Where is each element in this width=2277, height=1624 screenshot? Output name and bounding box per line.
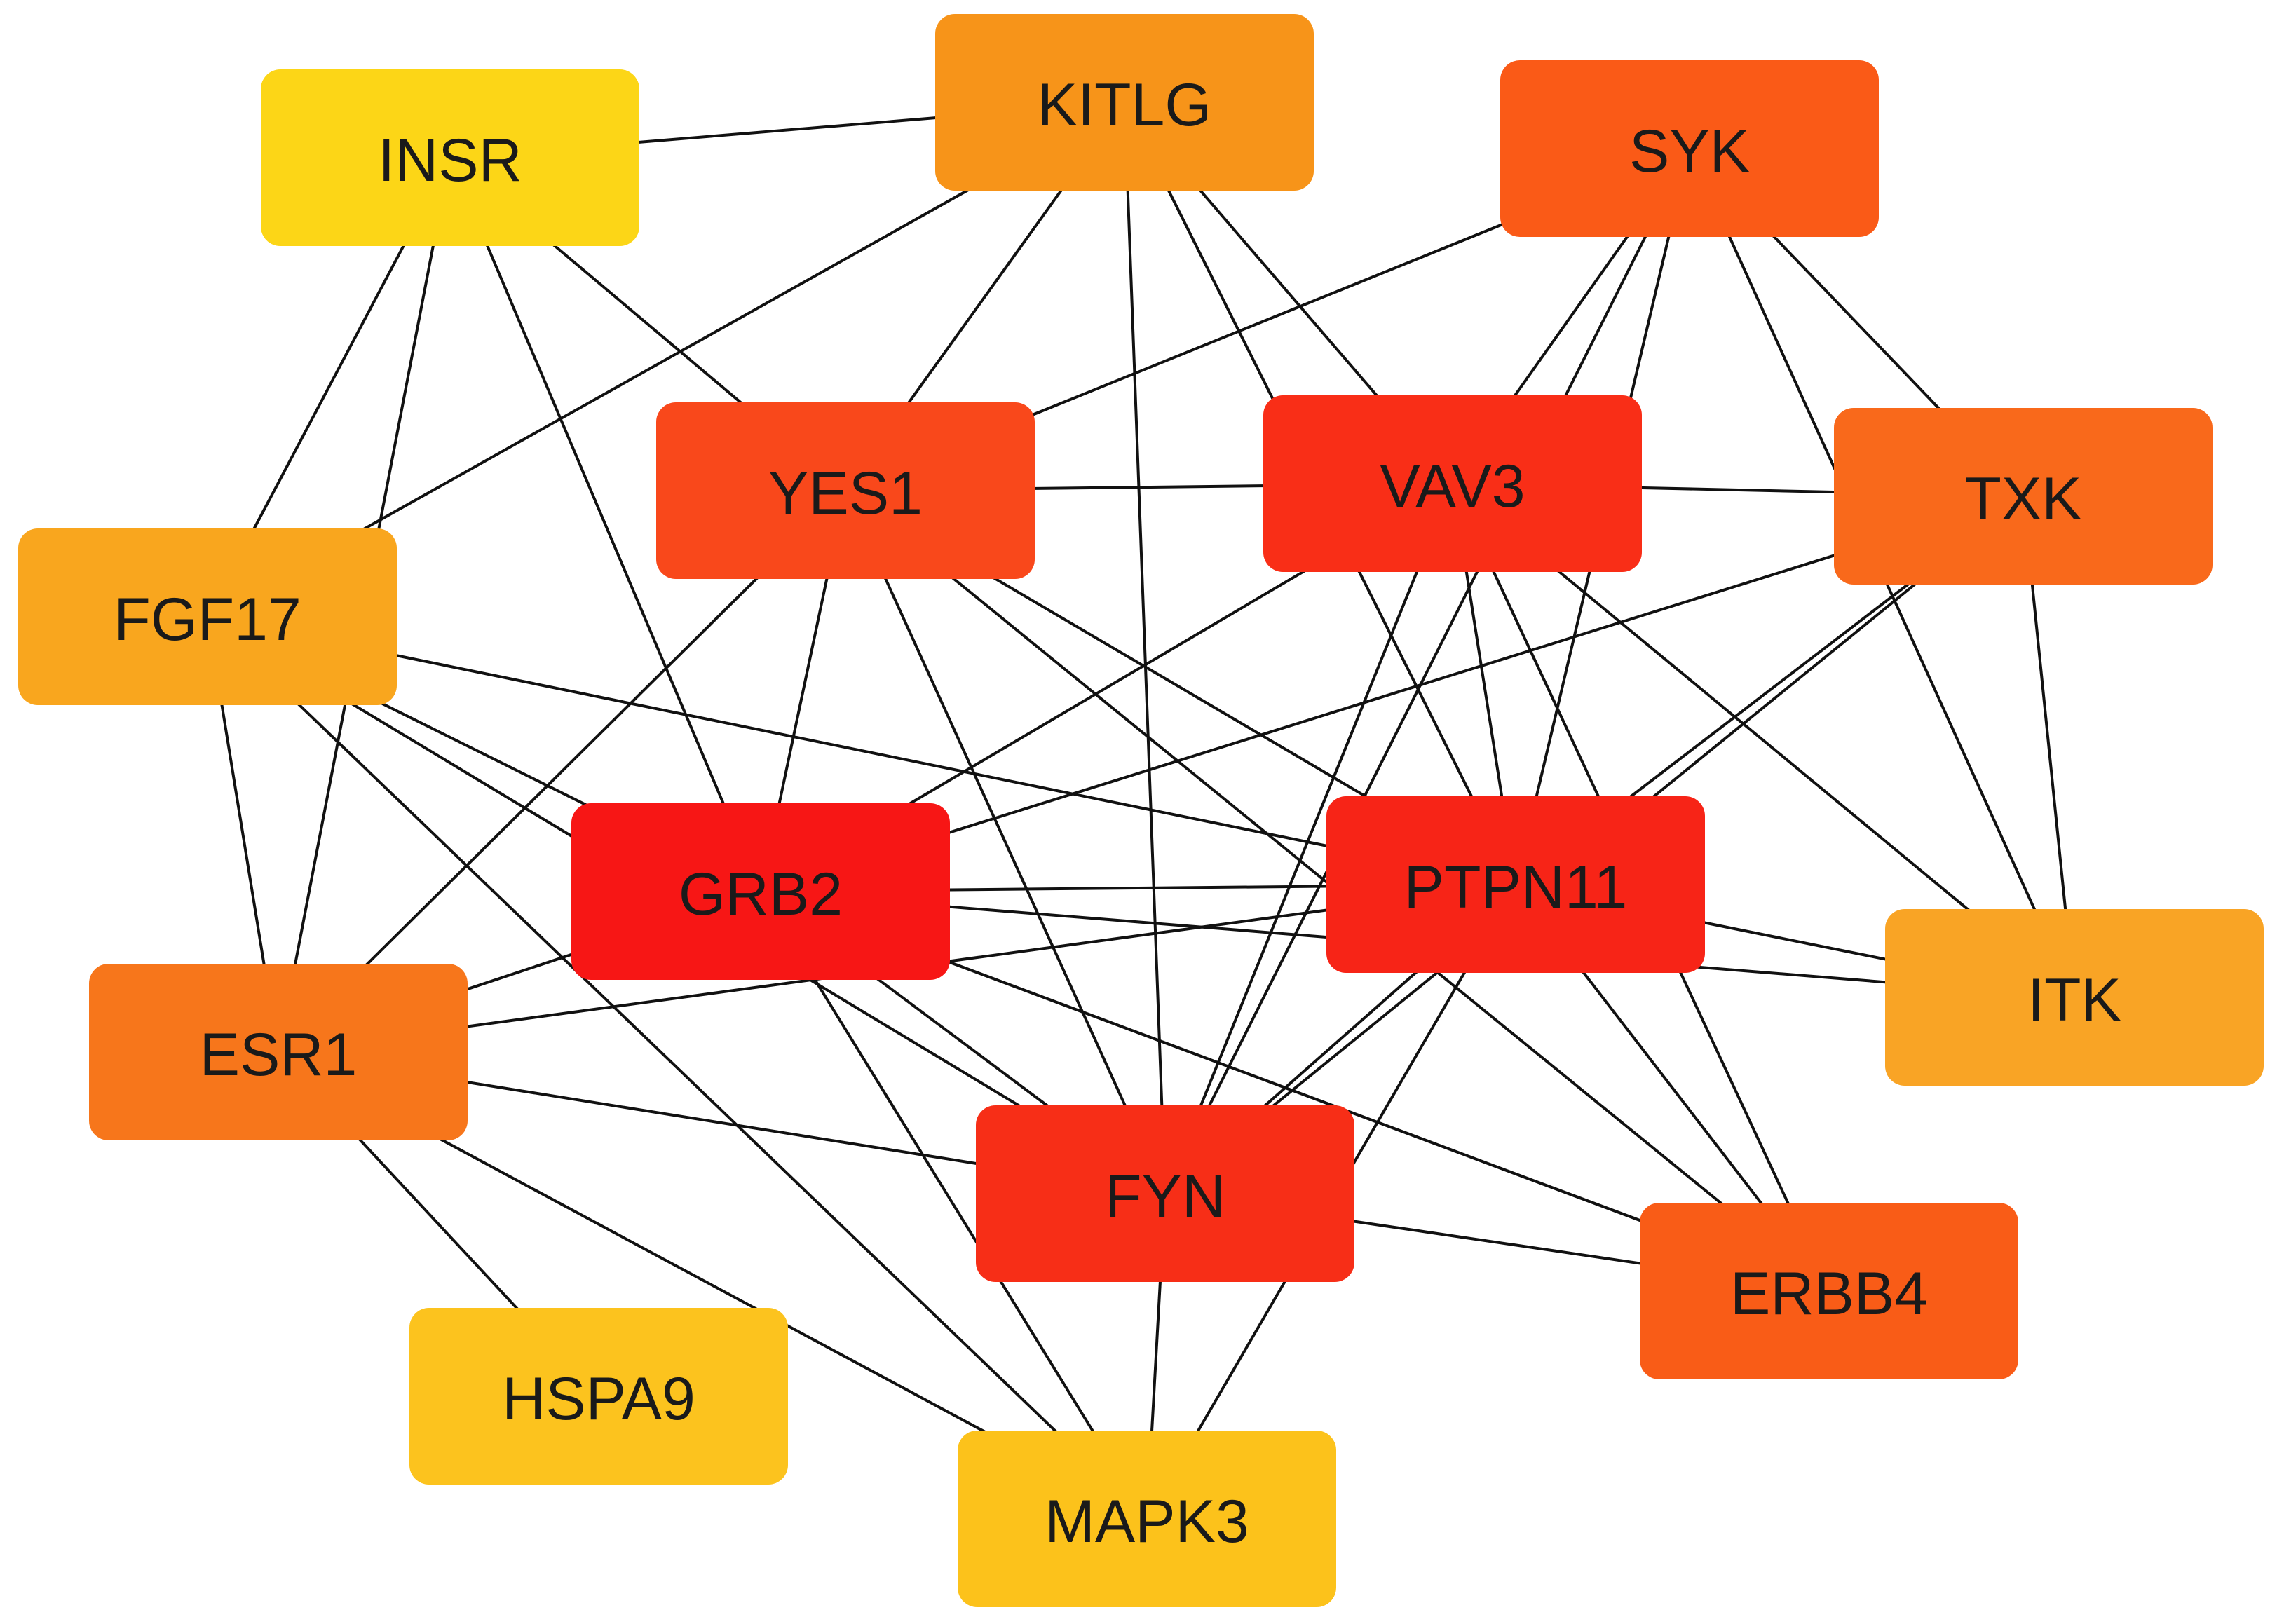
node-label: PTPN11 — [1404, 854, 1628, 921]
node-erbb4: ERBB4 — [1640, 1203, 2018, 1379]
node-fyn: FYN — [976, 1105, 1354, 1282]
node-ptpn11: PTPN11 — [1326, 796, 1705, 973]
node-label: HSPA9 — [502, 1365, 695, 1433]
edge-yes1-esr1 — [277, 489, 847, 1053]
node-kitlg: KITLG — [935, 14, 1314, 191]
node-box — [1263, 395, 1642, 572]
node-label: FYN — [1105, 1163, 1225, 1230]
node-fgf17: FGF17 — [18, 528, 397, 705]
node-label: ERBB4 — [1730, 1260, 1928, 1328]
edge-fgf17-mapk3 — [206, 615, 1148, 1520]
node-label: FGF17 — [114, 586, 301, 653]
node-yes1: YES1 — [656, 402, 1035, 579]
node-box — [89, 964, 468, 1140]
node-box — [935, 14, 1314, 191]
node-label: GRB2 — [679, 861, 843, 928]
node-box — [409, 1308, 788, 1485]
node-syk: SYK — [1500, 60, 1879, 237]
node-vav3: VAV3 — [1263, 395, 1642, 572]
node-txk: TXK — [1834, 408, 2213, 585]
node-insr: INSR — [261, 69, 639, 246]
node-label: VAV3 — [1380, 453, 1525, 520]
edge-insr-grb2 — [449, 157, 762, 892]
node-box — [1885, 909, 2264, 1086]
edge-txk-grb2 — [760, 495, 2024, 893]
node-itk: ITK — [1885, 909, 2264, 1086]
edge-vav3-fyn — [1164, 483, 1454, 1194]
edge-grb2-mapk3 — [759, 890, 1148, 1520]
node-label: SYK — [1629, 118, 1750, 185]
node-label: ESR1 — [200, 1021, 358, 1089]
node-box — [261, 69, 639, 246]
node-mapk3: MAPK3 — [958, 1431, 1336, 1607]
node-box — [18, 528, 397, 705]
node-box — [1326, 796, 1705, 973]
edge-yes1-fyn — [844, 490, 1167, 1194]
node-box — [1500, 60, 1879, 237]
node-box — [958, 1431, 1336, 1607]
node-label: YES1 — [768, 460, 923, 527]
edge-syk-fyn — [1164, 148, 1691, 1194]
node-esr1: ESR1 — [89, 964, 468, 1140]
node-label: KITLG — [1038, 71, 1212, 139]
node-box — [656, 402, 1035, 579]
node-box — [571, 803, 950, 980]
node-label: ITK — [2027, 967, 2121, 1034]
node-label: MAPK3 — [1045, 1488, 1249, 1555]
node-label: TXK — [1964, 465, 2081, 533]
edge-fgf17-ptpn11 — [207, 615, 1516, 886]
node-box — [1834, 408, 2213, 585]
node-grb2: GRB2 — [571, 803, 950, 980]
node-box — [1640, 1203, 2018, 1379]
node-label: INSR — [378, 127, 522, 194]
node-hspa9: HSPA9 — [409, 1308, 788, 1485]
node-box — [976, 1105, 1354, 1282]
edge-kitlg-fyn — [1123, 102, 1167, 1194]
